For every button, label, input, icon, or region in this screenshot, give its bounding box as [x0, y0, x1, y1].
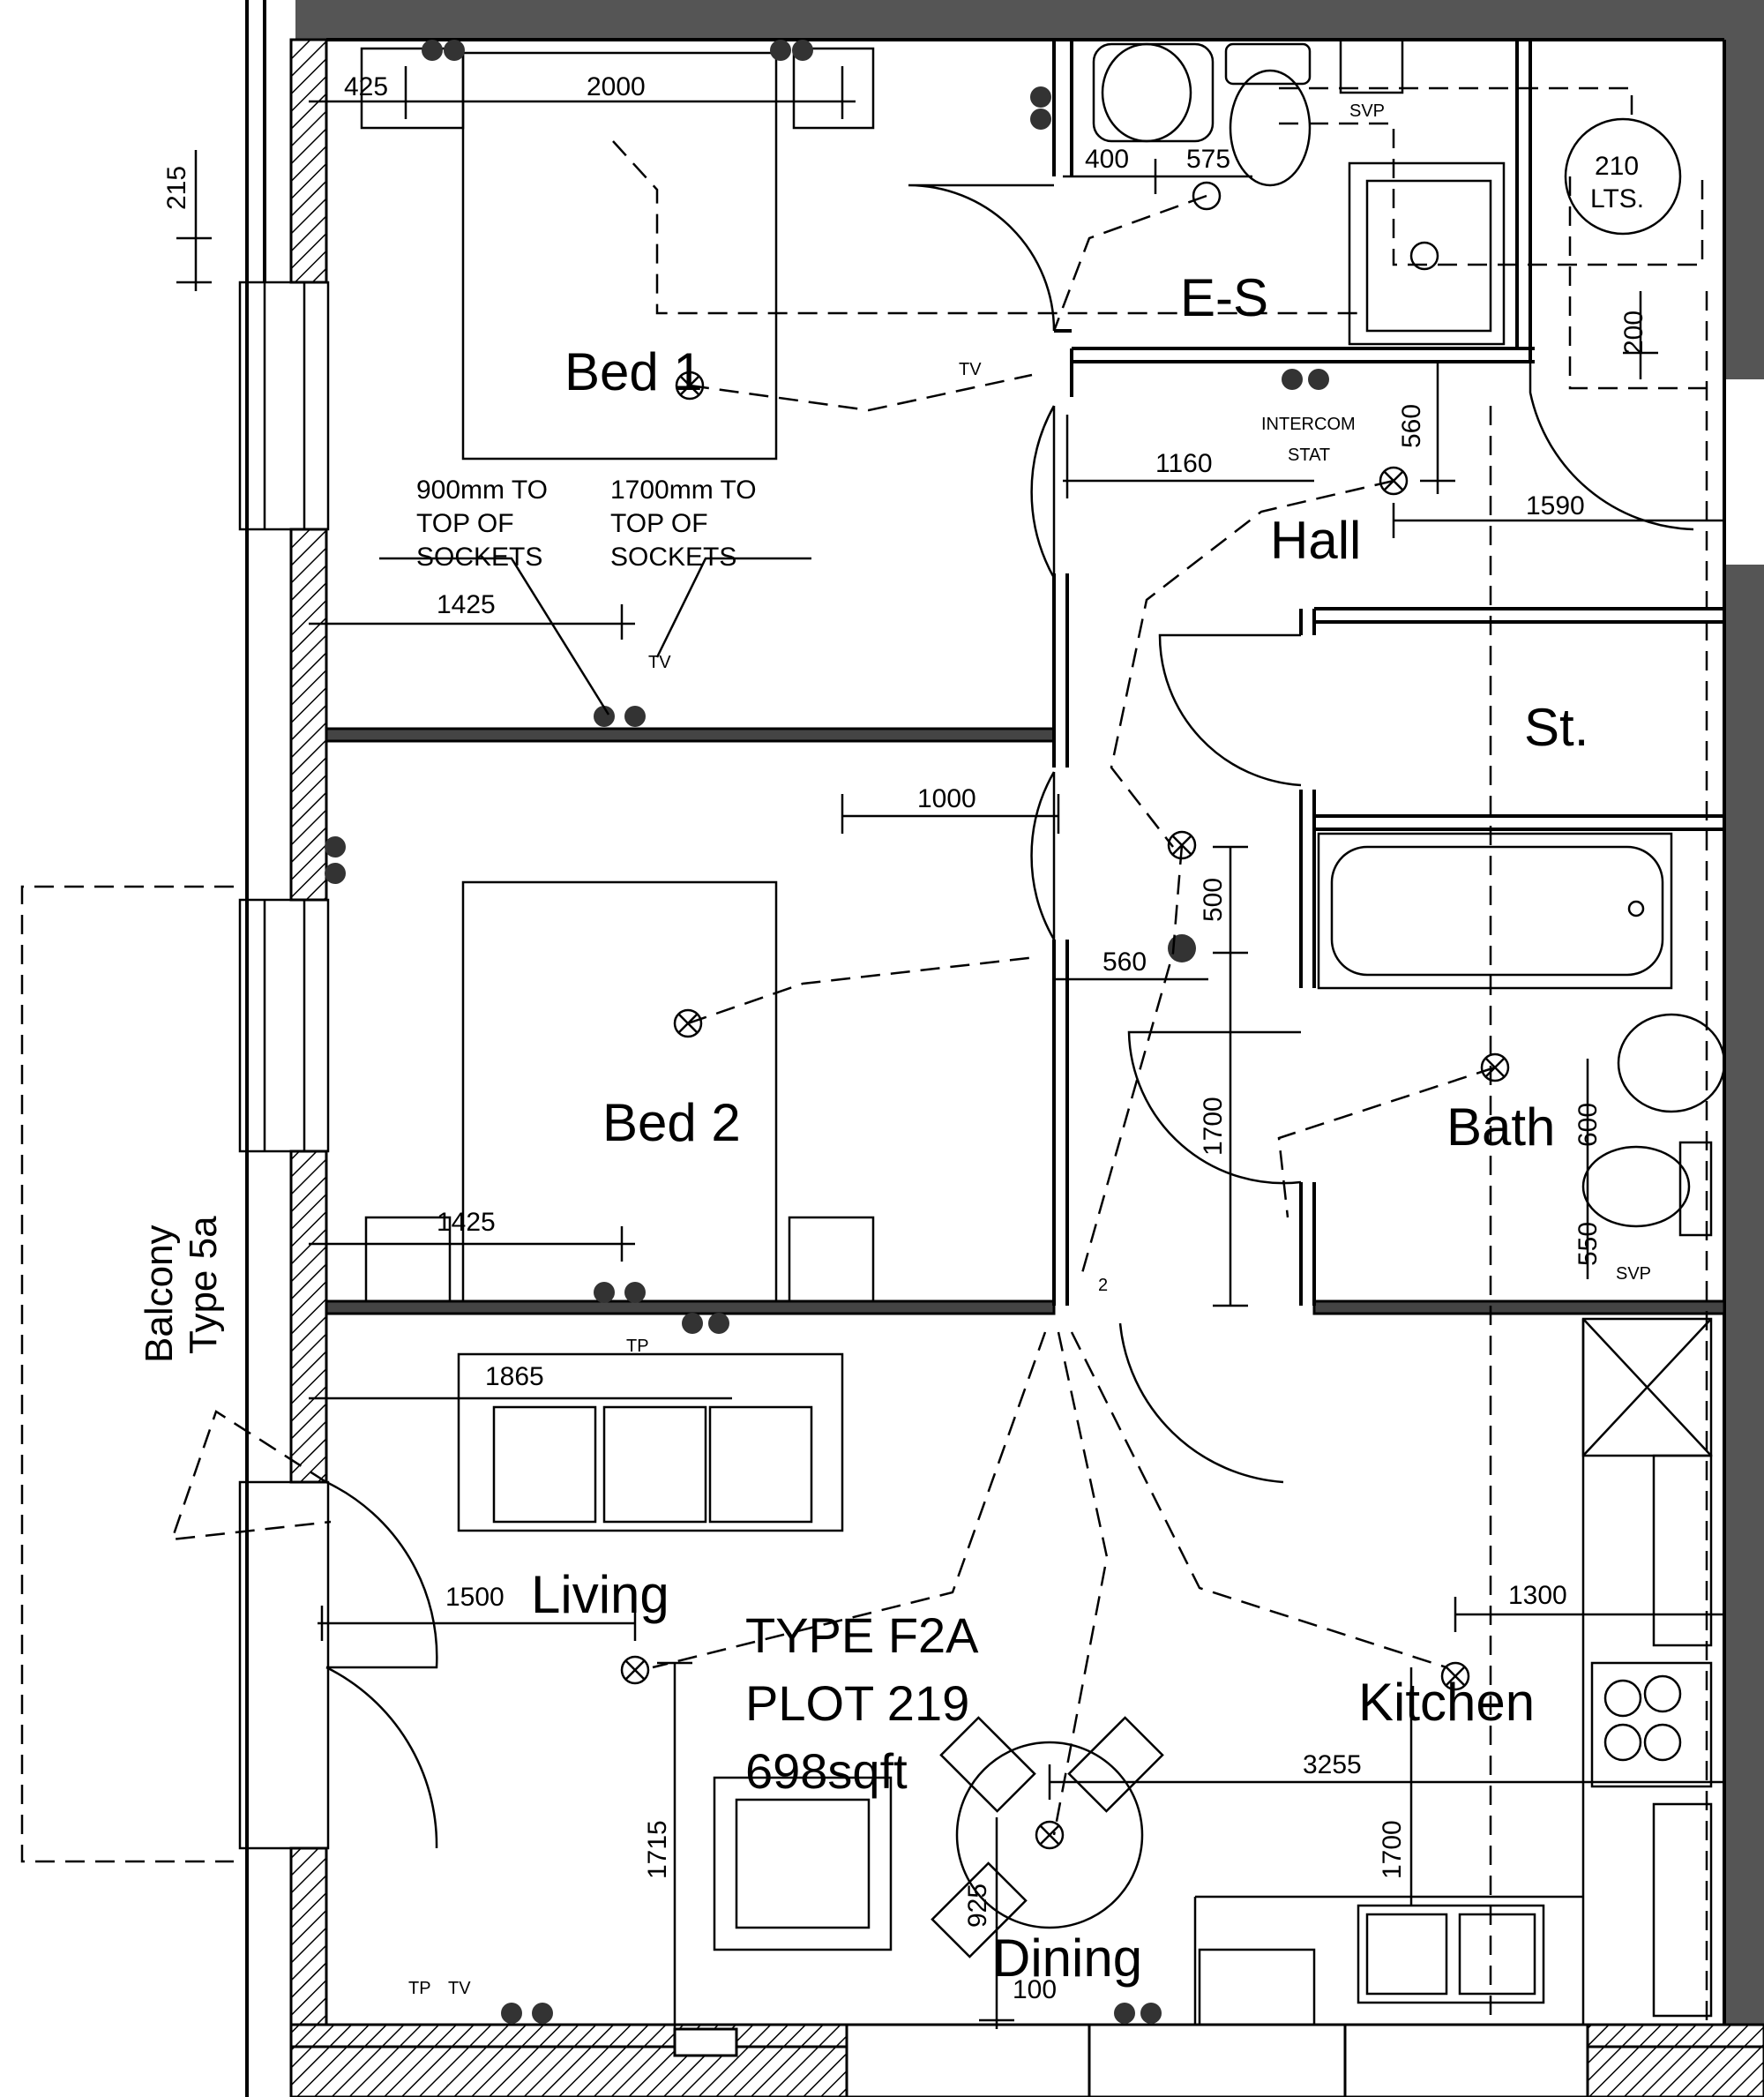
dim-400: 400 — [1085, 145, 1129, 174]
tv-label-bed1: TV — [648, 653, 671, 672]
room-kitchen: Kitchen — [1358, 1673, 1535, 1732]
dim-2000: 2000 — [587, 72, 646, 101]
dim-1160: 1160 — [1155, 449, 1213, 478]
room-bath: Bath — [1446, 1097, 1555, 1157]
dim-200: 200 — [1619, 311, 1648, 355]
note-1700-line1: 1700mm TO — [610, 476, 757, 505]
note-900-line3: SOCKETS — [416, 543, 542, 572]
room-living: Living — [531, 1565, 669, 1624]
dim-600: 600 — [1573, 1103, 1603, 1147]
cylinder-label-1: 210 — [1595, 152, 1639, 181]
dim-550: 550 — [1573, 1222, 1603, 1266]
dim-1500: 1500 — [445, 1583, 505, 1612]
dim-575: 575 — [1186, 145, 1230, 174]
svp-label-bath: SVP — [1616, 1264, 1651, 1284]
room-ensuite: E-S — [1180, 268, 1268, 327]
note-1700-line3: SOCKETS — [610, 543, 736, 572]
dim-925: 925 — [963, 1884, 992, 1928]
furniture — [325, 38, 1726, 2026]
dim-215: 215 — [162, 166, 191, 210]
light-fittings — [620, 181, 1510, 1850]
dim-425: 425 — [344, 72, 388, 101]
svp-label-ensuite: SVP — [1349, 101, 1385, 121]
dim-1865: 1865 — [485, 1362, 544, 1391]
balcony-type: Type 5a — [182, 1216, 225, 1354]
note-1700-line2: TOP OF — [610, 509, 708, 538]
stat-label: STAT — [1288, 446, 1330, 465]
balcony-title: Balcony — [138, 1224, 181, 1363]
room-bed1: Bed 1 — [564, 342, 703, 401]
dim-560-hall: 560 — [1102, 947, 1147, 977]
dim-1425-bed2: 1425 — [437, 1208, 496, 1237]
dim-1425-bed1: 1425 — [437, 590, 496, 619]
dim-1700-hall: 1700 — [1199, 1097, 1228, 1156]
dim-1000: 1000 — [917, 784, 976, 813]
plot-area: 698sqft — [745, 1743, 908, 1799]
dim-1300: 1300 — [1508, 1581, 1567, 1610]
dim-100: 100 — [1013, 1975, 1057, 2004]
doors — [325, 183, 1694, 1849]
dim-560-es: 560 — [1397, 404, 1426, 448]
dim-500: 500 — [1199, 878, 1228, 922]
tv-label-hall: TV — [959, 360, 982, 379]
room-bed2: Bed 2 — [602, 1093, 741, 1152]
room-hall: Hall — [1270, 511, 1361, 570]
dim-1590: 1590 — [1526, 491, 1585, 521]
room-dining: Dining — [992, 1928, 1142, 1988]
note-900-line1: 900mm TO — [416, 476, 548, 505]
labels: Bed 1 Bed 2 E-S Hall St. Bath Living Kit… — [138, 72, 1651, 2004]
room-store: St. — [1524, 698, 1588, 757]
wiring-lines — [20, 86, 1708, 2025]
intercom-label: INTERCOM — [1261, 415, 1356, 434]
external-walls — [238, 0, 1764, 2097]
tp-label-living: TP — [408, 1979, 431, 1998]
note-900-line2: TOP OF — [416, 509, 514, 538]
switch-two-label: 2 — [1098, 1276, 1108, 1295]
dim-1700-kitchen: 1700 — [1378, 1820, 1407, 1879]
cylinder-label-2: LTS. — [1590, 184, 1644, 213]
tp-label-bed2: TP — [626, 1337, 649, 1356]
dim-3255: 3255 — [1303, 1750, 1362, 1779]
tv-label-living: TV — [448, 1979, 471, 1998]
dim-1715: 1715 — [643, 1820, 672, 1879]
dimension-lines — [176, 66, 1724, 2029]
plot-number: PLOT 219 — [745, 1675, 969, 1731]
plot-type: TYPE F2A — [745, 1607, 979, 1663]
